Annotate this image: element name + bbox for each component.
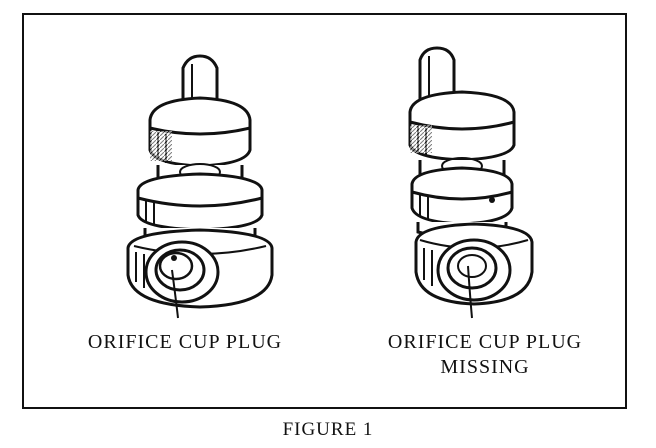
label-orifice-cup-plug-missing-line1: ORIFICE CUP PLUG [387,331,583,353]
label-orifice-cup-plug-missing-line2: MISSING [440,356,530,378]
figure-caption: FIGURE 1 [282,419,374,440]
valve-without-plug [408,46,534,319]
label-orifice-cup-plug: ORIFICE CUP PLUG [87,331,283,353]
valve-with-plug [126,54,274,319]
figure-frame [22,13,627,409]
